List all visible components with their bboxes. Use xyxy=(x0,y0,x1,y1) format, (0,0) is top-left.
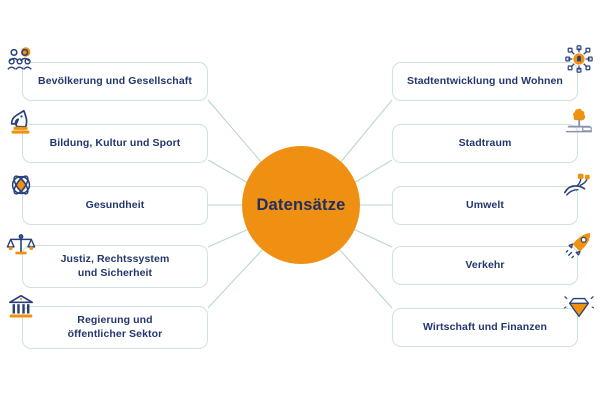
card-wirtschaft-und-finanzen[interactable]: Wirtschaft und Finanzen xyxy=(392,308,578,347)
chess-knight-icon xyxy=(6,107,36,137)
card-gesundheit[interactable]: Gesundheit xyxy=(22,186,208,225)
connector-left-4 xyxy=(207,227,252,248)
card-label: Bevölkerung und Gesellschaft xyxy=(38,74,192,87)
card-justiz-rechtssystem-und-sicherheit[interactable]: Justiz, Rechtssystem und Sicherheit xyxy=(22,245,208,288)
people-group-icon xyxy=(6,44,36,74)
card-label: Wirtschaft und Finanzen xyxy=(422,320,548,333)
center-node-datensaetze[interactable]: Datensätze xyxy=(242,146,360,264)
city-network-icon xyxy=(564,44,594,74)
connector-right-4 xyxy=(350,227,393,248)
connector-left-5 xyxy=(207,248,264,309)
diamond-icon xyxy=(564,292,594,322)
card-bevoelkerung-und-gesellschaft[interactable]: Bevölkerung und Gesellschaft xyxy=(22,62,208,101)
card-label: Gesundheit xyxy=(85,198,145,211)
rocket-icon xyxy=(564,230,594,260)
card-stadtentwicklung-und-wohnen[interactable]: Stadtentwicklung und Wohnen xyxy=(392,62,578,101)
connector-left-2 xyxy=(207,159,251,185)
hand-sprout-icon xyxy=(562,170,592,200)
card-regierung-und-oeffentlicher-sektor[interactable]: Regierung und öffentlicher Sektor xyxy=(22,306,208,349)
card-label: Stadtraum xyxy=(458,136,512,149)
card-label: Stadtentwicklung und Wohnen xyxy=(407,74,563,87)
scales-of-justice-icon xyxy=(6,230,36,260)
card-label: Umwelt xyxy=(466,198,504,211)
card-label: Justiz, Rechtssystem und Sicherheit xyxy=(60,253,170,279)
card-bildung-kultur-und-sport[interactable]: Bildung, Kultur und Sport xyxy=(22,124,208,163)
tree-bench-icon xyxy=(564,107,594,137)
card-label: Bildung, Kultur und Sport xyxy=(49,136,181,149)
government-building-icon xyxy=(6,292,36,322)
connector-right-2 xyxy=(351,159,393,185)
card-label: Verkehr xyxy=(465,258,505,271)
connector-left-1 xyxy=(207,99,263,164)
card-stadtraum[interactable]: Stadtraum xyxy=(392,124,578,163)
center-node-label: Datensätze xyxy=(256,195,346,214)
connector-right-1 xyxy=(339,99,393,164)
card-label: Regierung und öffentlicher Sektor xyxy=(67,314,163,340)
connector-right-5 xyxy=(338,248,393,309)
atom-heart-icon xyxy=(6,170,36,200)
card-verkehr[interactable]: Verkehr xyxy=(392,246,578,285)
card-umwelt[interactable]: Umwelt xyxy=(392,186,578,225)
